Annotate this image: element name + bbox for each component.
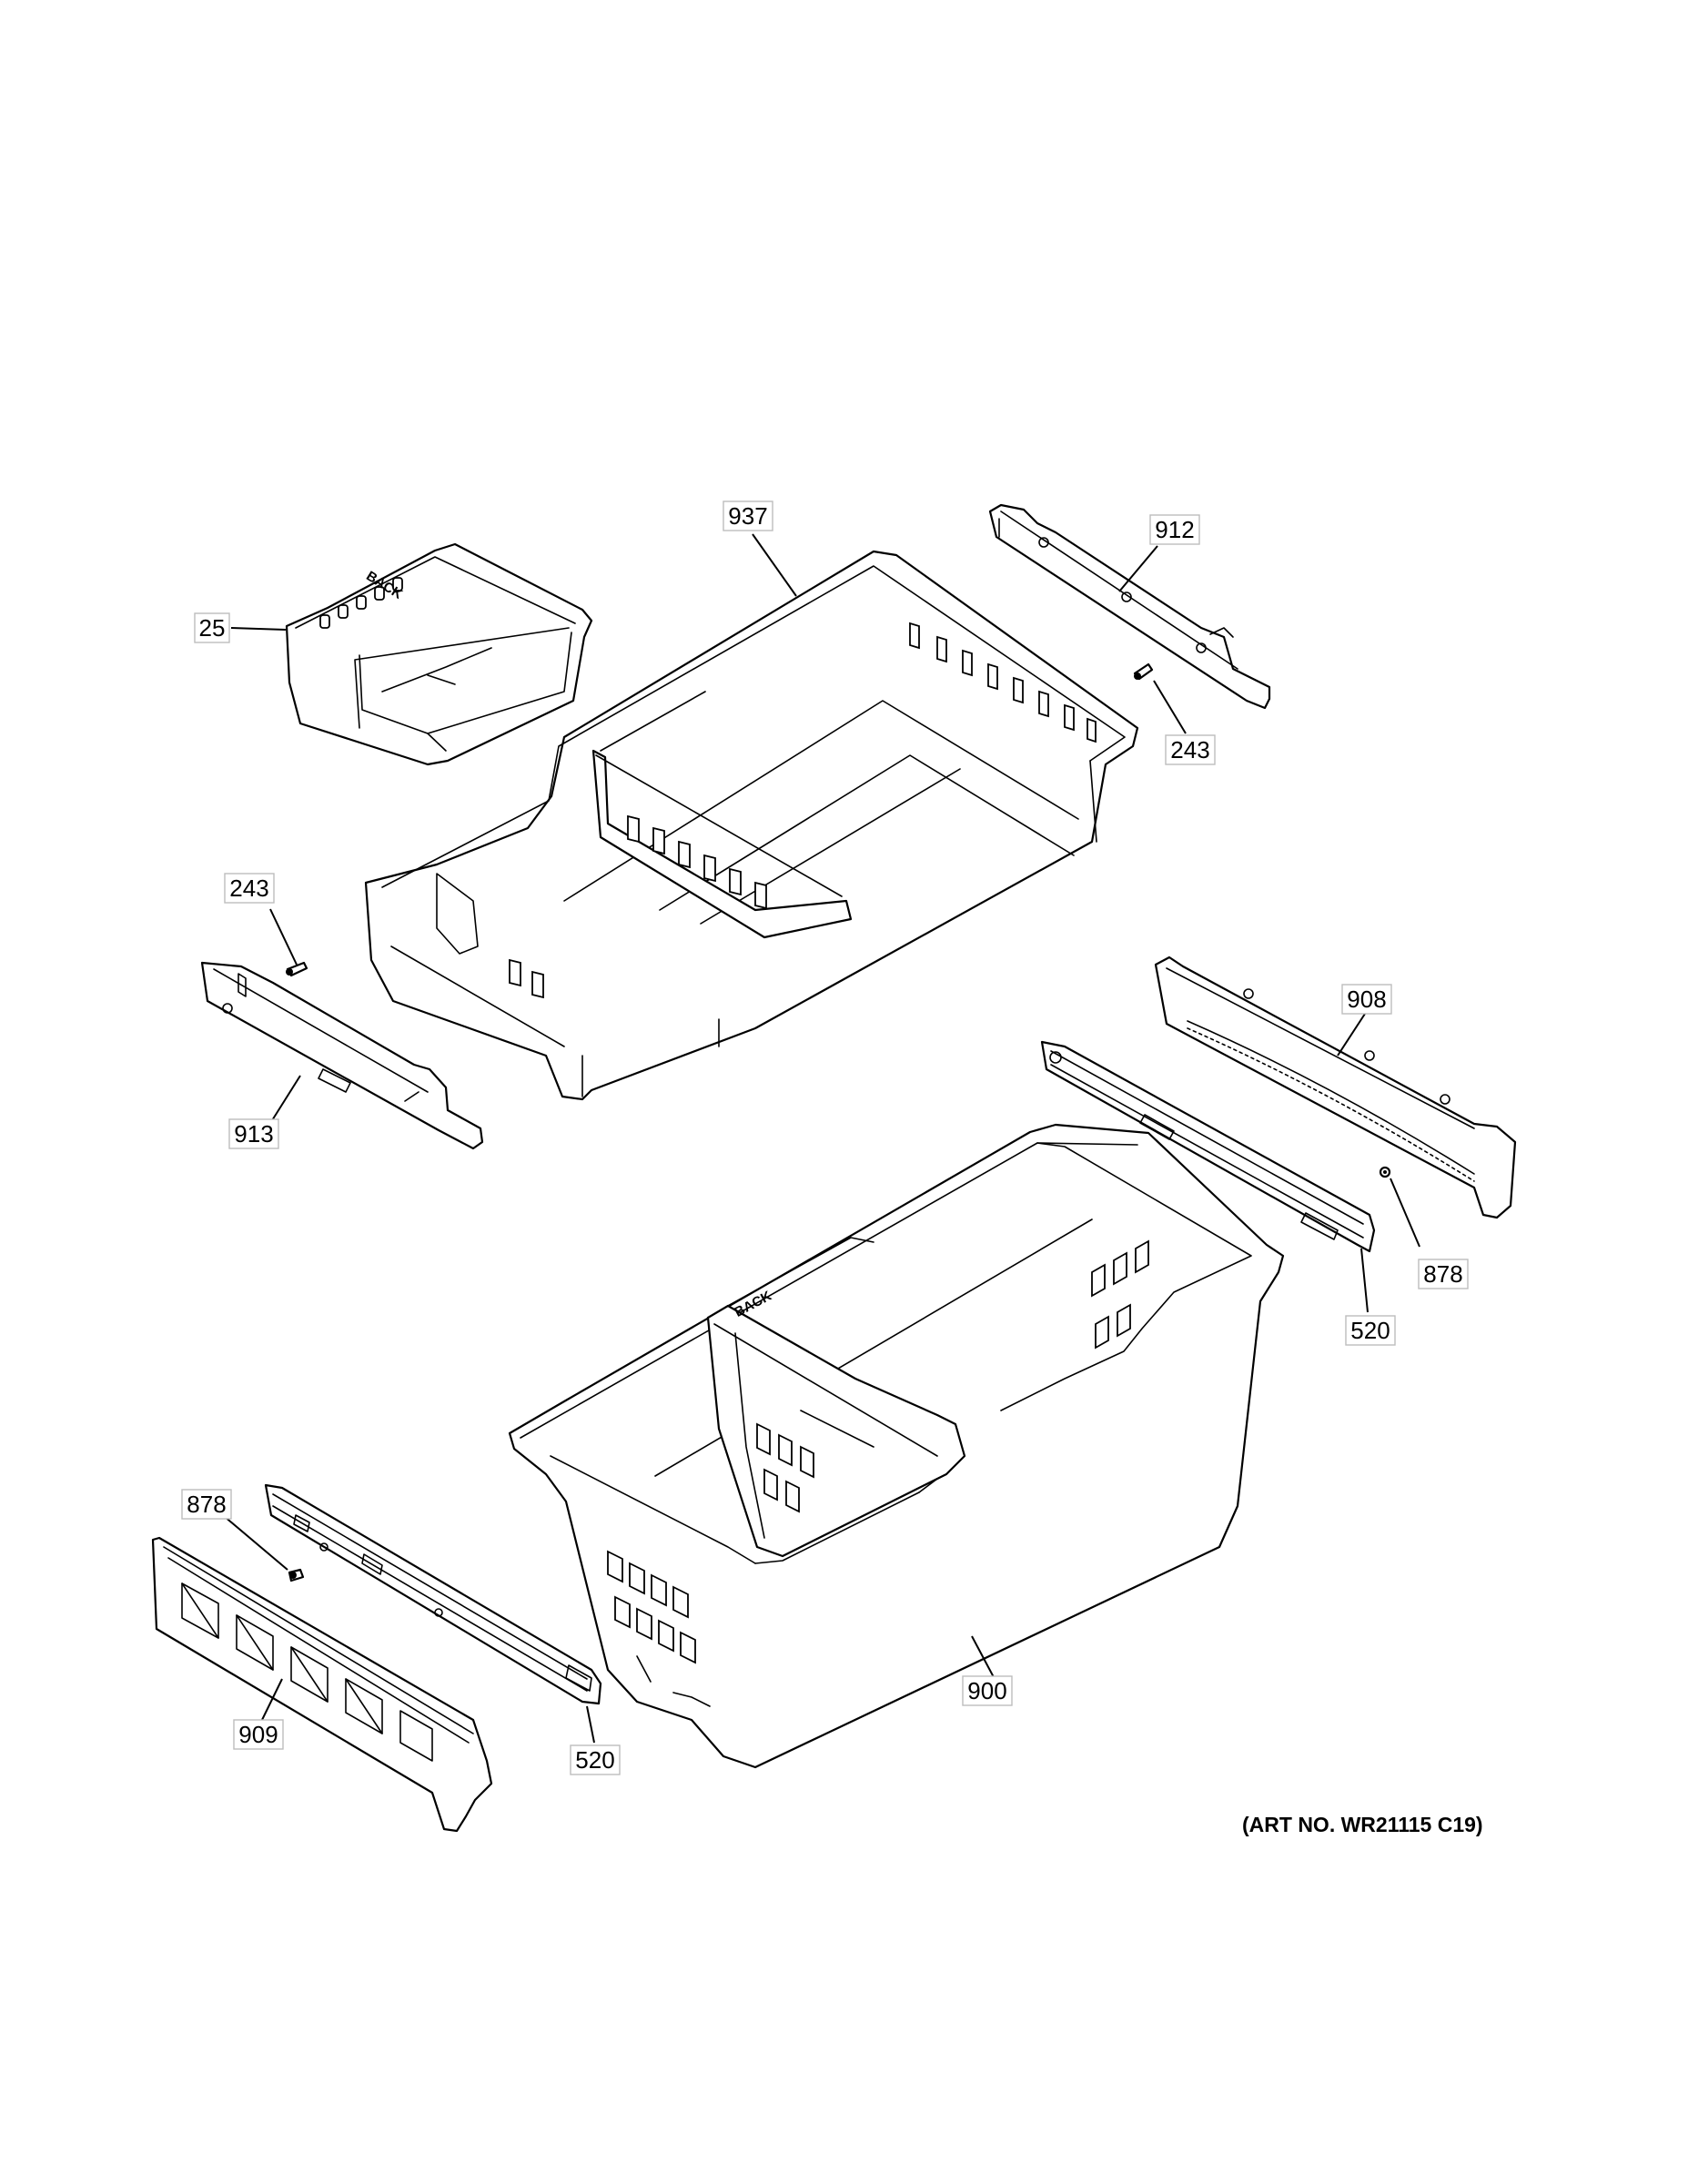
part-908-right-rail <box>1154 956 1517 1219</box>
art-number-label: (ART NO. WR21115 C19) <box>1242 1813 1483 1836</box>
svg-text:520: 520 <box>575 1746 614 1774</box>
svg-text:243: 243 <box>1170 736 1209 763</box>
part-909-left-rail <box>151 1536 493 1833</box>
basket-900-slots <box>607 1239 1149 1664</box>
callout-909: 909 <box>233 1719 284 1750</box>
svg-text:878: 878 <box>1423 1260 1462 1288</box>
bin-25-back-ribs <box>319 577 403 629</box>
svg-text:878: 878 <box>187 1491 226 1518</box>
part-913-left-rail <box>200 961 484 1150</box>
part-878-screw-left <box>288 1568 305 1582</box>
callout-900: 900 <box>962 1675 1013 1706</box>
leader-lines <box>223 533 1420 1744</box>
part-243-screw-left <box>286 961 308 977</box>
svg-text:908: 908 <box>1347 986 1386 1013</box>
svg-text:243: 243 <box>229 875 268 902</box>
callout-937: 937 <box>723 500 773 531</box>
callout-878-left: 878 <box>181 1489 232 1520</box>
svg-text:937: 937 <box>728 502 767 530</box>
callout-913: 913 <box>228 1118 279 1149</box>
callout-520-left: 520 <box>570 1744 621 1775</box>
svg-text:913: 913 <box>234 1120 273 1148</box>
callout-243-upper: 243 <box>1165 734 1216 765</box>
callout-878-right: 878 <box>1418 1259 1469 1289</box>
svg-text:900: 900 <box>967 1677 1006 1704</box>
part-937-upper-basket <box>364 550 1139 1101</box>
callout-520-right: 520 <box>1345 1315 1396 1346</box>
part-25-small-bin: BACK <box>285 542 593 766</box>
svg-text:912: 912 <box>1155 516 1194 543</box>
callout-25: 25 <box>194 612 230 643</box>
svg-text:520: 520 <box>1350 1317 1390 1344</box>
part-878-screw-right <box>1379 1166 1391 1178</box>
svg-text:25: 25 <box>199 614 226 642</box>
part-243-screw-upper <box>1133 662 1154 681</box>
callout-912: 912 <box>1149 514 1200 545</box>
callout-243-left: 243 <box>224 873 275 904</box>
part-900-lower-basket: BACK <box>508 1123 1285 1769</box>
svg-text:909: 909 <box>238 1721 278 1748</box>
part-520-left-slide <box>264 1483 602 1705</box>
basket-937-slots <box>509 622 1097 999</box>
part-520-right-slide <box>1040 1040 1376 1253</box>
callout-908: 908 <box>1341 984 1392 1015</box>
